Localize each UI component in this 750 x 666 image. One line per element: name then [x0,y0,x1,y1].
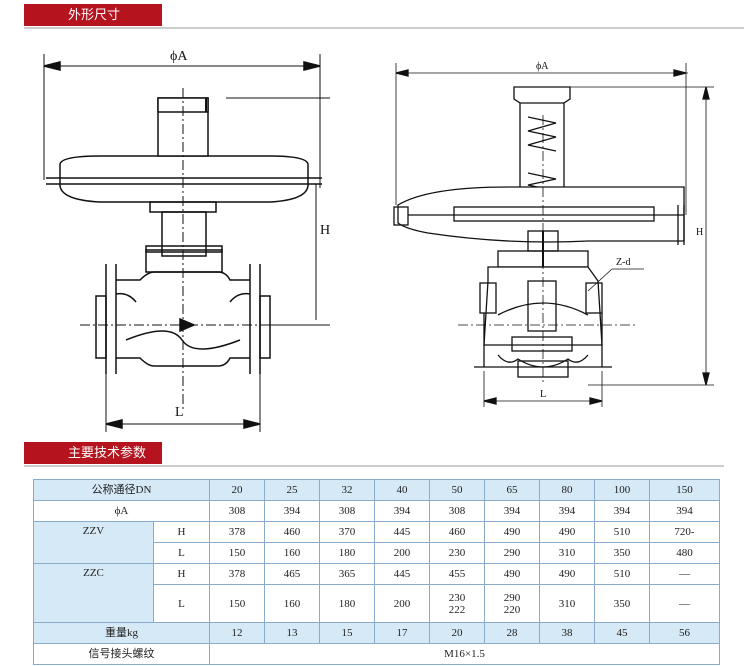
row-label-dn: 公称通径DN [32,479,211,501]
cell: 150 [209,584,266,623]
cell: 15 [319,622,376,644]
row-label-zzc: ZZC [33,563,154,623]
row-label-thread: 信号接头螺纹 [32,643,211,665]
row-label-phiA: ϕA [32,500,211,522]
cell: 510 [594,521,651,543]
cell: 394 [374,500,431,522]
table-row-zzv-h: ZZV H 378 460 370 445 460 490 490 510 72… [33,521,721,564]
dimension-label-H-side: H [696,227,703,238]
dimension-label-phiA-side: ϕA [536,61,549,72]
cell: 160 [264,542,321,564]
cell: 150 [649,479,721,501]
section-header-dimensions: 外形尺寸 [24,4,744,29]
dimension-label-phiA: ϕA [170,49,188,64]
cell: 394 [649,500,721,522]
cell: 394 [264,500,321,522]
cell: 370 [319,521,376,543]
cell: 490 [484,563,541,585]
section-header-parameters: 主要技术参数 [24,442,724,467]
cell: 310 [539,584,596,623]
row-label-l: L [152,584,211,623]
cell: 100 [594,479,651,501]
cell: 308 [209,500,266,522]
cell: 28 [484,622,541,644]
cell: 445 [374,521,431,543]
table-row-thread: 信号接头螺纹 M16×1.5 [32,643,721,665]
cell: 510 [594,563,651,585]
cell: 65 [484,479,541,501]
cell: — [649,584,721,623]
section-title-parameters: 主要技术参数 [68,445,147,460]
cell: 290 220 [484,584,541,623]
cell: — [649,563,721,585]
cell: 350 [594,542,651,564]
cell: 460 [264,521,321,543]
section-divider [24,465,724,467]
cell-thread-value: M16×1.5 [209,643,721,665]
cell: 17 [374,622,431,644]
cell: 720- [649,521,721,543]
cell: 378 [209,521,266,543]
dimension-label-H: H [320,223,330,238]
cell: 490 [539,563,596,585]
cell: 20 [209,479,266,501]
table-row-weight: 重量kg 12 13 15 17 20 28 38 45 56 [32,622,721,644]
spec-table: 公称通径DN 20 25 32 40 50 65 80 100 150 ϕA 3… [32,479,721,665]
valve-drawing-front: ϕA H L [43,49,330,432]
dimension-label-L-side: L [540,389,546,400]
cell: 180 [319,584,376,623]
row-label-h: H [152,563,211,585]
cell: 200 [374,542,431,564]
cell: 308 [429,500,486,522]
cell: 490 [539,521,596,543]
cell: 378 [209,563,266,585]
cell: 445 [374,563,431,585]
cell: 56 [649,622,721,644]
row-label-zzv: ZZV [33,521,154,564]
cell: 490 [484,521,541,543]
cell: 13 [264,622,321,644]
cell: 20 [429,622,486,644]
cell: 180 [319,542,376,564]
cell: 308 [319,500,376,522]
cell: 25 [264,479,321,501]
row-label-l: L [152,542,211,564]
section-title-dimensions: 外形尺寸 [68,7,121,22]
cell: 12 [209,622,266,644]
cell: 290 [484,542,541,564]
cell: 230 222 [429,584,486,623]
valve-drawing-side: ϕA H L Z-d [393,61,714,407]
table-row-dn: 公称通径DN 20 25 32 40 50 65 80 100 150 [32,479,721,501]
cell: 350 [594,584,651,623]
row-label-weight: 重量kg [32,622,211,644]
table-row-phiA: ϕA 308 394 308 394 308 394 394 394 394 [32,500,721,522]
cell: 394 [539,500,596,522]
cell: 460 [429,521,486,543]
cell: 230 [429,542,486,564]
table-row-zzc-l: L 150 160 180 200 230 222 290 220 310 35… [34,584,721,623]
section-divider [24,27,744,29]
cell: 480 [649,542,721,564]
cell: 465 [264,563,321,585]
cell: 160 [264,584,321,623]
cell: 50 [429,479,486,501]
row-label-h: H [152,521,211,543]
cell: 40 [374,479,431,501]
cell: 45 [594,622,651,644]
cell: 394 [594,500,651,522]
cell: 80 [539,479,596,501]
cell: 200 [374,584,431,623]
cell: 394 [484,500,541,522]
cell: 38 [539,622,596,644]
dimension-label-L: L [175,405,184,420]
table-row-zzc-h: ZZC H 378 465 365 445 455 490 490 510 — [33,563,721,623]
cell: 365 [319,563,376,585]
cell: 455 [429,563,486,585]
cell: 150 [209,542,266,564]
cell: 32 [319,479,376,501]
cell: 310 [539,542,596,564]
dimension-label-zd: Z-d [616,257,630,268]
